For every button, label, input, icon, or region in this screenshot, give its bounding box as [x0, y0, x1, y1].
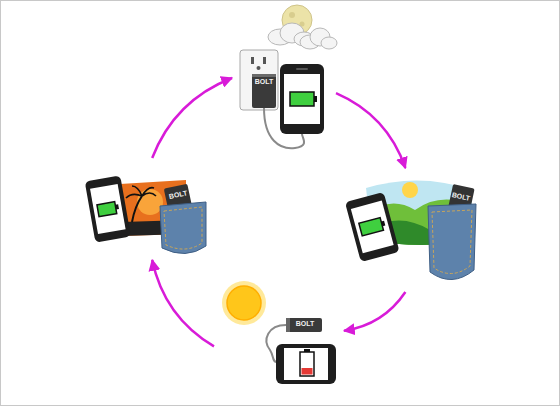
night-scene [240, 5, 337, 148]
device-label: BOLT [167, 189, 190, 200]
noon-scene [222, 281, 336, 384]
cycle-arrow [152, 78, 232, 158]
cycle-arrow [152, 260, 214, 346]
device-label: BOLT [252, 78, 276, 85]
cycle-arrow [344, 292, 405, 331]
scene-node: BOLT [220, 284, 338, 388]
scene-node: BOLT [346, 174, 478, 286]
cycle-arrow [336, 93, 405, 168]
scene-node: BOLT [84, 164, 208, 254]
device-label: BOLT [450, 191, 473, 202]
scene-node: BOLT [238, 2, 330, 154]
device-label: BOLT [288, 320, 322, 327]
morning-scene [345, 180, 476, 279]
evening-scene [85, 175, 206, 253]
